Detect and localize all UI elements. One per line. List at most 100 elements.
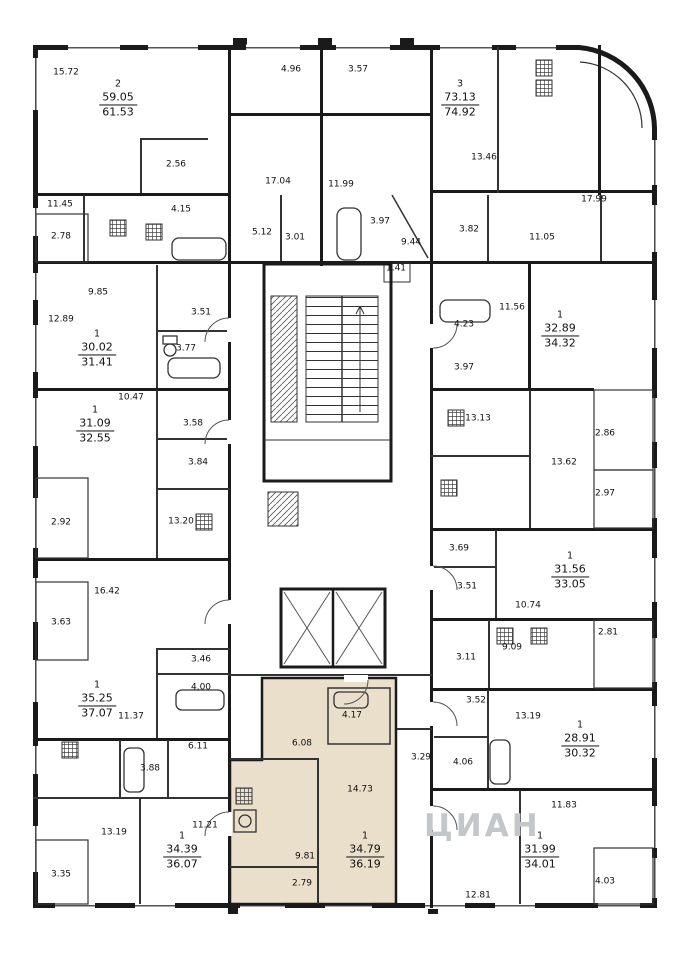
room-area-label: 3.52 [465,695,487,706]
room-area-label: 3.58 [182,418,204,429]
apartment-total-area: 37.07 [81,706,113,720]
room-area-label: 13.20 [168,516,194,527]
room-area-label: 3.51 [456,581,478,592]
apartment-total-area: 74.92 [444,105,476,119]
room-area-label: 15.72 [53,67,79,78]
room-area-label: 9.85 [87,287,109,298]
room-area-label: 13.13 [465,413,491,424]
room-area-label: 3.88 [139,763,161,774]
room-area-label: 11.45 [47,199,73,210]
room-area-label: 11.56 [499,302,525,313]
room-area-label: 11.37 [118,711,144,722]
room-area-label: 4.06 [452,757,474,768]
room-area-label: 3.01 [284,232,306,243]
room-area-label: 2.81 [597,627,619,638]
apartment-living-area: 35.25 [78,691,116,707]
room-area-label: 13.46 [471,152,497,163]
room-area-label: 11.21 [192,820,218,831]
room-area-label: 3.77 [175,343,197,354]
room-area-label: 2.56 [165,159,187,170]
room-area-label: 3.29 [410,752,432,763]
room-area-label: 6.08 [291,738,313,749]
room-area-label: 14.73 [347,784,373,795]
room-area-label: 4.96 [280,64,302,75]
room-area-label: 5.12 [251,227,273,238]
room-area-label: 4.03 [594,876,616,887]
room-area-label: 3.69 [448,543,470,554]
apartment-living-area: 34.79 [346,842,384,858]
apartment-rooms-count: 3 [456,78,464,90]
room-area-label: 3.11 [455,652,477,663]
room-area-label: 13.62 [551,457,577,468]
room-area-label: 13.19 [515,711,541,722]
room-area-label: 3.82 [458,224,480,235]
room-area-label: 3.97 [369,216,391,227]
apartment-rooms-count: 1 [93,328,101,340]
apartment-rooms-count: 1 [361,830,369,842]
room-area-label: 3.51 [190,307,212,318]
apartment-living-area: 31.99 [521,842,559,858]
room-area-label: 2.97 [594,488,616,499]
room-area-label: 2.78 [50,231,72,242]
room-area-label: 10.74 [515,600,541,611]
room-area-label: 2.86 [594,428,616,439]
apartment-rooms-count: 1 [536,830,544,842]
room-area-label: 11.83 [551,800,577,811]
apartment-total-area: 34.32 [544,336,576,350]
room-area-label: 3.57 [347,64,369,75]
apartment-living-area: 73.13 [441,90,479,106]
room-area-label: 10.47 [118,392,144,403]
room-area-label: 6.11 [187,741,209,752]
room-area-label: 4.17 [341,710,363,721]
room-area-label: 4.00 [190,682,212,693]
room-area-label: 13.19 [101,827,127,838]
apartment-rooms-count: 1 [178,830,186,842]
apartment-total-area: 32.55 [79,431,111,445]
room-area-label: 12.81 [465,890,491,901]
room-area-label: 4.23 [453,319,475,330]
apartment-living-area: 28.91 [561,731,599,747]
room-area-label: 9.44 [400,237,422,248]
room-area-label: 17.04 [265,176,291,187]
room-area-label: 11.99 [328,179,354,190]
room-area-label: 11.05 [529,232,555,243]
apartment-total-area: 33.05 [554,577,586,591]
room-area-label: 16.42 [94,586,120,597]
apartment-rooms-count: 2 [114,78,122,90]
apartment-living-area: 59.05 [99,90,137,106]
room-area-label: 12.89 [48,314,74,325]
apartment-living-area: 30.02 [78,340,116,356]
apartment-rooms-count: 1 [93,679,101,691]
apartment-total-area: 36.19 [349,857,381,871]
room-area-label: 1.41 [385,263,407,274]
apartment-rooms-count: 1 [91,404,99,416]
room-area-label: 9.81 [294,851,316,862]
apartment-total-area: 36.07 [166,857,198,871]
apartment-living-area: 31.56 [551,562,589,578]
room-area-label: 9.09 [501,642,523,653]
apartment-total-area: 30.32 [564,746,596,760]
apartment-total-area: 61.53 [102,105,134,119]
apartment-rooms-count: 1 [566,550,574,562]
apartment-living-area: 34.39 [163,842,201,858]
room-area-label: 2.79 [291,878,313,889]
room-area-label: 3.63 [50,617,72,628]
room-area-label: 4.15 [170,204,192,215]
room-area-label: 17.99 [581,194,607,205]
room-area-label: 3.97 [453,362,475,373]
apartment-total-area: 31.41 [81,355,113,369]
